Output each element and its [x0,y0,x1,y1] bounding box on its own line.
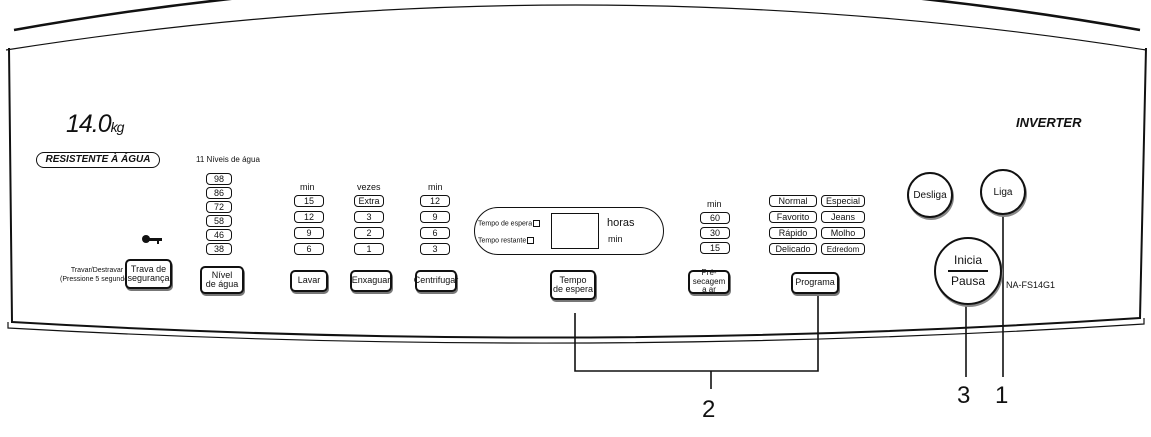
program-edredom: Edredom [821,243,865,255]
water-level-86: 86 [206,187,232,199]
model-number: NA-FS14G1 [1006,280,1056,290]
water-resistant-badge: RESISTENTE À ÁGUA [36,152,160,168]
air-dry-unit: min [707,199,722,209]
wash-unit: min [300,182,315,192]
wash-15: 15 [294,195,324,207]
program-molho: Molho [821,227,865,239]
spin-3: 3 [420,243,450,255]
program-button[interactable]: Programa [791,272,839,294]
minutes-label: min [608,234,623,244]
wash-button[interactable]: Lavar [290,270,328,292]
program-normal: Normal [769,195,817,207]
safety-lock-note: Travar/Destravar(Pressione 5 segundos) [60,267,134,283]
start-pause-button[interactable]: Inicia Pausa [934,237,1002,305]
wash-6: 6 [294,243,324,255]
rinse-extra: Extra [354,195,384,207]
program-jeans: Jeans [821,211,865,223]
water-level-46: 46 [206,229,232,241]
rinse-2: 2 [354,227,384,239]
time-display [474,207,664,255]
spin-6: 6 [420,227,450,239]
capacity-label: 14.0kg [66,110,124,138]
display-screen [551,213,599,249]
air-dry-60: 60 [700,212,730,224]
program-rapido: Rápido [769,227,817,239]
program-favorito: Favorito [769,211,817,223]
rinse-unit: vezes [357,182,381,192]
wash-9: 9 [294,227,324,239]
remaining-time-indicator: Tempo restante [478,237,535,244]
spin-9: 9 [420,211,450,223]
power-off-button[interactable]: Desliga [907,172,953,218]
air-dry-30: 30 [700,227,730,239]
rinse-1: 1 [354,243,384,255]
rinse-3: 3 [354,211,384,223]
water-level-38: 38 [206,243,232,255]
callout-3: 3 [957,382,971,409]
callout-2: 2 [702,396,716,423]
wash-12: 12 [294,211,324,223]
water-level-98: 98 [206,173,232,185]
spin-button[interactable]: Centrifugar [414,270,458,292]
water-level-58: 58 [206,215,232,227]
water-levels-title: 11 Níveis de água [196,155,260,164]
power-on-button[interactable]: Liga [980,169,1026,215]
rinse-button[interactable]: Enxaguar [350,270,392,292]
program-delicado: Delicado [769,243,817,255]
program-especial: Especial [821,195,865,207]
hours-label: horas [607,217,635,229]
water-level-72: 72 [206,201,232,213]
spin-12: 12 [420,195,450,207]
air-dry-15: 15 [700,242,730,254]
callout-1: 1 [995,382,1009,409]
key-icon [142,235,162,244]
spin-unit: min [428,182,443,192]
wait-time-indicator: Tempo de espera [478,220,541,227]
inverter-logo: INVERTER [1016,115,1082,130]
